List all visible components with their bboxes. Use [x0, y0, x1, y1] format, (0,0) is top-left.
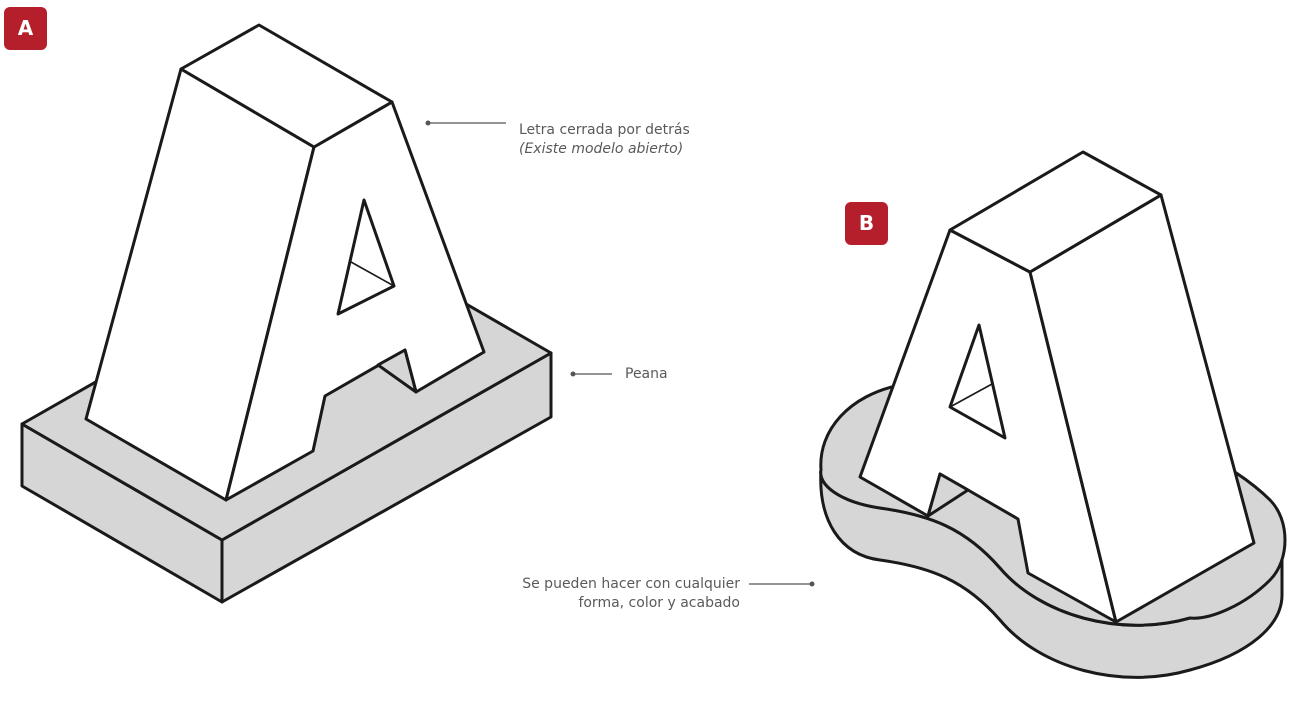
figure-a-badge: A [4, 7, 47, 50]
leader-peana-dot [570, 371, 576, 377]
letter-a-solid [84, 23, 486, 502]
annotation-peana: Peana [625, 366, 668, 382]
figure-b [749, 150, 1287, 679]
letter-b-notch-shadow [926, 472, 970, 518]
annotation-letra-line2: (Existe modelo abierto) [519, 141, 684, 157]
figure-b-badge: B [845, 202, 888, 245]
leader-letra-dot [425, 120, 431, 126]
leader-forma-dot [809, 581, 815, 587]
annotation-forma-line1: Se pueden hacer con cualquier [522, 576, 740, 592]
letter-a-notch-shadow [376, 348, 418, 394]
letter-b-counter [948, 323, 1007, 440]
letter-a-counter [336, 198, 396, 316]
figure-a [20, 23, 612, 604]
annotation-letra: Letra cerrada por detrás (Existe modelo … [519, 121, 690, 159]
annotation-letra-line1: Letra cerrada por detrás [519, 122, 690, 138]
annotation-forma-line2: forma, color y acabado [578, 595, 740, 611]
annotation-forma: Se pueden hacer con cualquier forma, col… [470, 575, 740, 613]
letter-b-solid [858, 150, 1256, 624]
